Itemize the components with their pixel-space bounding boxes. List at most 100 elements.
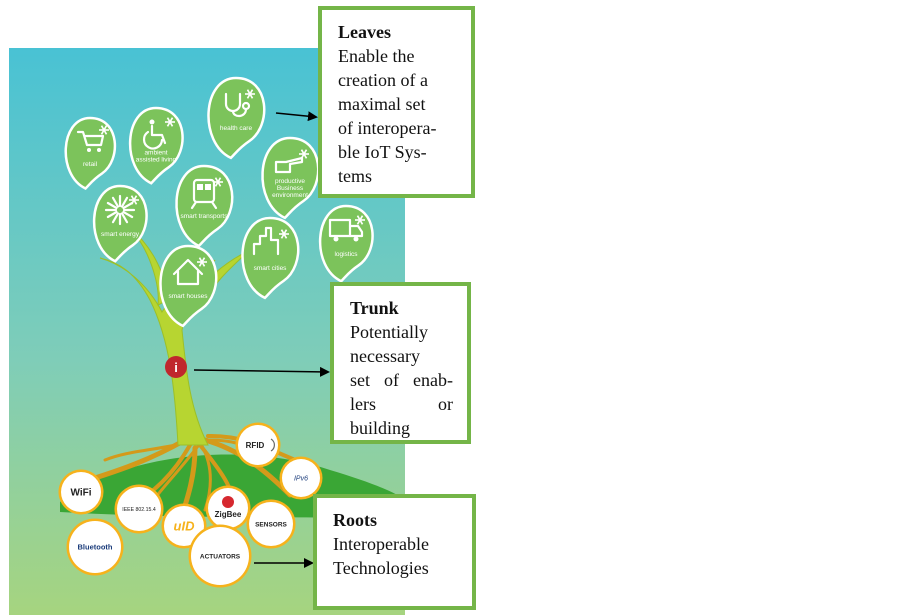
callout-line: creation of a <box>338 70 428 90</box>
leaf-label: environment <box>272 192 308 199</box>
sparkle-icon <box>355 215 365 225</box>
root-disc <box>249 502 293 546</box>
wheelchair-icon <box>142 117 175 150</box>
callout-body: Potentially necessary set of enab- lers … <box>350 320 453 440</box>
signal-icon <box>270 438 275 452</box>
root-disc <box>282 459 320 497</box>
leaf-label: smart houses <box>168 293 208 300</box>
sparkle-icon <box>213 177 223 187</box>
root-sensors: SENSORS <box>246 499 296 549</box>
callout-title: Trunk <box>350 298 399 318</box>
sparkle-icon <box>197 257 207 267</box>
zigbee-logo-icon <box>222 496 234 508</box>
leaf-cities: smart cities <box>241 216 300 300</box>
root-rfid: RFID <box>235 422 281 468</box>
leaf-label: logistics <box>334 251 358 258</box>
root-disc <box>164 506 204 546</box>
sparkle-icon <box>165 117 175 127</box>
sun-burst-icon <box>104 194 139 226</box>
shopping-cart-icon <box>76 125 109 152</box>
callout-body: Interoperable Technologies <box>333 532 458 580</box>
leaf-bubble <box>159 244 218 328</box>
callout-title: Leaves <box>338 22 391 42</box>
root-ieee: IEEE 802.15.4 <box>114 484 164 534</box>
arrows <box>193 111 330 568</box>
leaf-label: health care <box>220 125 253 132</box>
leaf-health: health care <box>207 76 266 160</box>
root-ipv6: IPv6 <box>279 456 323 500</box>
callout-line: set of enab- <box>350 370 453 390</box>
callout-line: of interopera- <box>338 118 437 138</box>
callout-line: ble IoT Sys- <box>338 142 427 162</box>
truck-icon <box>328 215 365 242</box>
leaf-bubble <box>318 204 374 283</box>
callout-trunk: Trunk Potentially necessary set of enab-… <box>330 282 471 444</box>
house-icon <box>172 257 207 286</box>
root-label: RFID <box>246 441 265 450</box>
callout-line: Interoperable <box>333 534 429 554</box>
trunk-emblem: i <box>165 356 187 378</box>
arrow-trunk <box>193 366 330 377</box>
leaf-label: smart energy <box>101 231 140 238</box>
root-disc <box>61 472 101 512</box>
callout-title: Roots <box>333 510 377 530</box>
callout-line: Potentially <box>350 322 428 342</box>
sparkle-icon <box>299 149 309 159</box>
arrow-leaves <box>275 111 318 122</box>
root-disc <box>69 521 121 573</box>
root-label: ACTUATORS <box>200 553 241 560</box>
stethoscope-icon <box>224 89 255 118</box>
callout-line: tems <box>338 166 372 186</box>
pointing-hand-icon <box>274 149 309 174</box>
leaf-label: smart transports <box>181 213 229 220</box>
callout-line: Technologies <box>333 558 429 578</box>
leaf-label: retail <box>83 161 98 168</box>
callout-line: necessary <box>350 346 420 366</box>
root-wifi: WiFi <box>58 469 104 515</box>
root-label: SENSORS <box>255 521 287 528</box>
root-bluetooth: Bluetooth <box>66 518 124 576</box>
leaf-bubble <box>128 106 184 185</box>
callout-line: building <box>350 418 411 438</box>
leaf-label: ambient <box>144 150 167 157</box>
leaf-logistics: logistics <box>318 204 374 283</box>
leaf-bubble <box>261 136 320 220</box>
root-label: IEEE 802.15.4 <box>122 507 156 513</box>
root-label: uID <box>174 519 196 534</box>
root-label: IPv6 <box>294 475 308 482</box>
svg-text:i: i <box>174 360 178 375</box>
leaf-transport: smart transports <box>175 164 234 248</box>
train-icon <box>190 177 223 210</box>
leaf-bubble <box>175 164 234 248</box>
leaf-label: Business <box>277 185 304 192</box>
callout-line: Enable the <box>338 46 415 66</box>
root-label: ZigBee <box>215 510 242 519</box>
leaf-bubble <box>207 76 266 160</box>
sparkle-icon <box>129 195 139 205</box>
city-skyline-icon <box>252 226 289 256</box>
callout-line: maximal set <box>338 94 426 114</box>
leaf-retail: retail <box>64 116 117 191</box>
leaf-label: productive <box>275 178 305 185</box>
leaf-label: assisted living <box>136 157 177 164</box>
callout-leaves: Leaves Enable the creation of a maximal … <box>318 6 475 198</box>
sparkle-icon <box>279 229 289 239</box>
sparkle-icon <box>99 125 109 135</box>
root-label: WiFi <box>70 488 91 499</box>
leaf-bubble <box>241 216 300 300</box>
leaf-energy: smart energy <box>92 184 148 263</box>
leaf-label: smart cities <box>254 265 288 272</box>
callout-line: lers or <box>350 394 453 414</box>
root-disc <box>191 527 249 585</box>
root-label: Bluetooth <box>78 543 113 552</box>
root-zigbee: ZigBee <box>205 485 251 531</box>
sparkle-icon <box>245 89 255 99</box>
root-disc <box>238 425 278 465</box>
callout-roots: Roots Interoperable Technologies <box>313 494 476 610</box>
root-actuators: ACTUATORS <box>188 524 252 588</box>
leaf-houses: smart houses <box>159 244 218 328</box>
root-disc <box>117 487 161 531</box>
